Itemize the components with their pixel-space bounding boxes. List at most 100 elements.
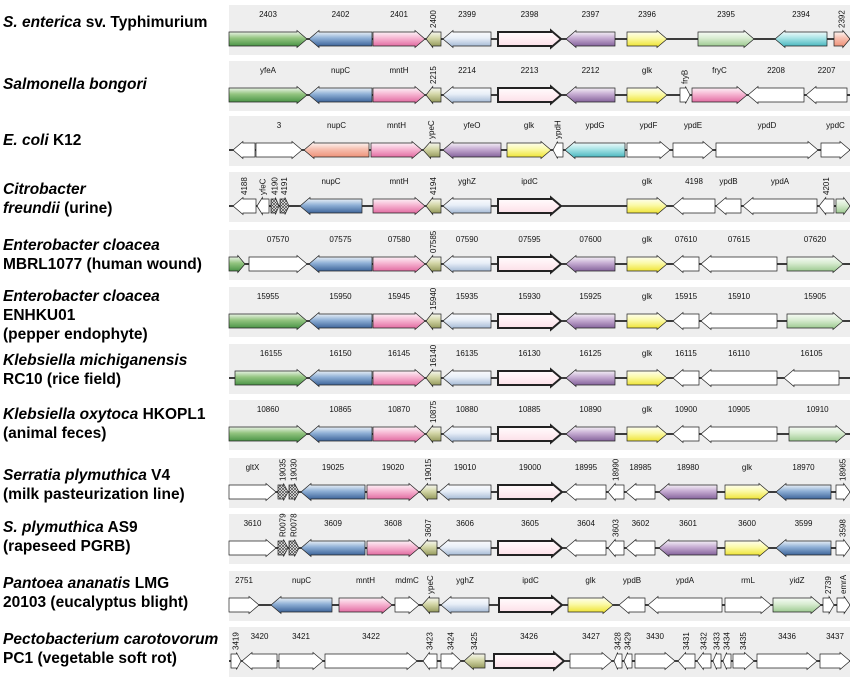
gene-label: 18965 [839, 458, 848, 481]
gene-label: 3598 [839, 519, 848, 537]
gene-arrow [732, 651, 755, 671]
gene-label: 15905 [804, 292, 827, 301]
gene-arrow [497, 253, 563, 275]
gene-arrow [697, 29, 755, 49]
gene-label: 2395 [717, 10, 735, 19]
gene-label: ypdF [640, 121, 658, 130]
gene-label: 10900 [675, 405, 698, 414]
gene-label: 3420 [251, 632, 269, 641]
organism-label: S. plymuthica AS9(rapeseed PGRB) [3, 519, 138, 555]
gene-arrow [788, 424, 847, 444]
gene-arrow [228, 424, 308, 444]
gene-label: 3433 [713, 632, 722, 650]
gene-label: 2402 [332, 10, 350, 19]
gene-arrow [419, 482, 438, 502]
gene-arrow [564, 140, 626, 160]
gene-arrow [422, 651, 438, 671]
gene-arrow [786, 254, 844, 274]
gene-arrow [372, 311, 426, 331]
gene-label: 10910 [806, 405, 829, 414]
gene-label: 10860 [257, 405, 280, 414]
gene-label: ypeC [427, 120, 436, 139]
gene-label: 16140 [429, 344, 438, 367]
gene-arrow [836, 595, 850, 615]
gene-arrow [372, 29, 426, 49]
gene-arrow [647, 595, 723, 615]
gene-arrow [565, 311, 616, 331]
gene-label: 10870 [388, 405, 411, 414]
gene-label: 2398 [521, 10, 539, 19]
gene-arrow [497, 537, 564, 559]
gene-arrow [818, 196, 835, 216]
organism-label: Salmonella bongori [3, 76, 147, 93]
gene-arrow [232, 196, 257, 216]
gene-label: 3432 [700, 632, 709, 650]
gene-label: 07610 [675, 235, 698, 244]
gene-arrow [506, 140, 552, 160]
gene-arrow [822, 595, 835, 615]
gene-arrow [618, 595, 646, 615]
gene-label: 16155 [260, 349, 283, 358]
genome-lane [229, 116, 850, 166]
gene-arrow [308, 29, 373, 49]
gene-arrow [372, 196, 426, 216]
gene-label: ypdB [719, 177, 737, 186]
gene-label: 15930 [518, 292, 541, 301]
gene-arrow [835, 482, 850, 502]
gene-arrow [626, 196, 668, 216]
gene-label: 3434 [723, 632, 732, 650]
gene-label: 18980 [677, 463, 700, 472]
gene-arrow [626, 311, 668, 331]
gene-label: 2403 [259, 10, 277, 19]
gene-arrow [783, 368, 840, 388]
gene-label: 10875 [429, 400, 438, 423]
gene-label: glk [642, 177, 653, 186]
gene-label: yfeC [259, 178, 268, 195]
gene-arrow [308, 368, 373, 388]
gene-arrow [820, 140, 850, 160]
gene-arrow [497, 481, 564, 503]
gene-label: 3 [277, 121, 282, 130]
gene-label: 3606 [456, 519, 474, 528]
gene-label: 4191 [280, 177, 289, 195]
gene-arrow [672, 254, 700, 274]
gene-label: 15915 [675, 292, 698, 301]
gene-arrow [634, 651, 676, 671]
gene-label: 3608 [384, 519, 402, 528]
gene-arrow [775, 482, 832, 502]
gene-arrow [747, 85, 805, 105]
gene-arrow [372, 368, 426, 388]
gene-arrow [696, 651, 712, 671]
gene-arrow [288, 483, 300, 501]
gene-arrow [300, 538, 366, 558]
gene-arrow [835, 538, 850, 558]
gene-arrow [303, 140, 370, 160]
gene-arrow [228, 311, 308, 331]
gene-label: 10905 [728, 405, 751, 414]
gene-arrow [626, 254, 668, 274]
gene-arrow [626, 140, 671, 160]
gene-label: 2396 [638, 10, 656, 19]
gene-label: 07615 [728, 235, 751, 244]
gene-label: glk [742, 463, 753, 472]
gene-arrow [308, 85, 373, 105]
gene-arrow [672, 424, 700, 444]
gene-label: ipdC [522, 576, 539, 585]
gene-arrow [565, 538, 607, 558]
gene-arrow [497, 423, 563, 445]
gene-arrow [425, 85, 442, 105]
gene-arrow [498, 594, 564, 616]
gene-label: 3610 [244, 519, 262, 528]
gene-label: 2399 [458, 10, 476, 19]
gene-arrow [442, 311, 492, 331]
gene-arrow [565, 368, 616, 388]
gene-label: ypeC [426, 575, 435, 594]
gene-label: glk [642, 405, 653, 414]
gene-arrow [425, 29, 442, 49]
gene-arrow [626, 424, 668, 444]
gene-label: yghZ [458, 177, 476, 186]
gene-label: 18990 [612, 458, 621, 481]
